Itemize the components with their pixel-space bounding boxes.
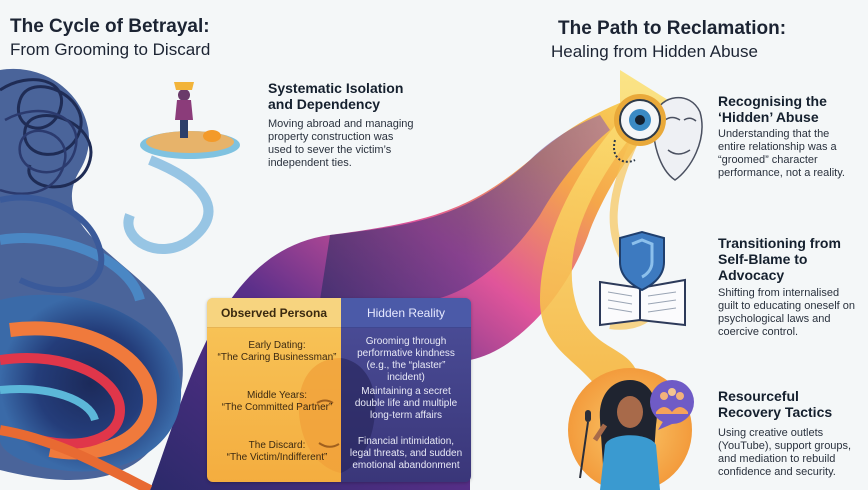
magnifier-eye-mask-icon — [613, 94, 703, 181]
persona-stage-2: Middle Years: — [246, 390, 308, 401]
observed-persona-column: Observed Persona Early Dating: “The Cari… — [207, 298, 341, 482]
support-group-icon — [650, 380, 694, 430]
left-title: The Cycle of Betrayal: — [10, 16, 210, 37]
persona-row-2: Middle Years: “The Committed Partner” — [217, 390, 337, 414]
persona-reality-panel: Observed Persona Early Dating: “The Cari… — [207, 298, 471, 482]
right-subtitle: Healing from Hidden Abuse — [551, 42, 758, 61]
persona-label-2: “The Committed Partner” — [221, 402, 333, 413]
persona-label-1: “The Caring Businessman” — [217, 352, 337, 363]
hidden-reality-header: Hidden Reality — [341, 298, 471, 328]
persona-stage-1: Early Dating: — [248, 340, 306, 351]
reality-row-3: Financial intimidation, legal threats, a… — [349, 436, 463, 471]
hidden-face-icon — [341, 358, 376, 473]
observed-persona-header: Observed Persona — [207, 298, 341, 328]
resourceful-body: Using creative outlets (YouTube), suppor… — [718, 427, 852, 478]
persona-face-icon — [298, 358, 341, 473]
isolated-island-figure — [123, 82, 240, 255]
shield-book-icon — [599, 230, 686, 327]
recognising-title: Recognising the ‘Hidden’ Abuse — [718, 93, 827, 125]
persona-row-1: Early Dating: “The Caring Businessman” — [217, 340, 337, 364]
left-subtitle: From Grooming to Discard — [10, 40, 211, 59]
right-title: The Path to Reclamation: — [558, 18, 787, 39]
persona-stage-3: The Discard: — [248, 440, 306, 451]
persona-label-3: “The Victim/Indifferent” — [226, 452, 328, 463]
reality-row-1: Grooming through performative kindness (… — [357, 336, 455, 383]
reality-row-2: Maintaining a secret double life and mul… — [354, 386, 458, 421]
yellow-ribbon — [540, 70, 668, 392]
isolation-title: Systematic Isolation and Dependency — [268, 80, 404, 112]
transitioning-title: Transitioning from Self-Blame to Advocac… — [718, 235, 841, 283]
hidden-reality-column: Hidden Reality Grooming through performa… — [341, 298, 471, 482]
recognising-body: Understanding that the entire relationsh… — [718, 128, 845, 179]
resourceful-title: Resourceful Recovery Tactics — [718, 388, 833, 420]
persona-row-3: The Discard: “The Victim/Indifferent” — [217, 440, 337, 464]
isolation-body: Moving abroad and managing property cons… — [268, 118, 414, 169]
tangled-cycle-swirl — [0, 68, 183, 490]
transitioning-body: Shifting from internalised guilt to educ… — [718, 287, 855, 338]
